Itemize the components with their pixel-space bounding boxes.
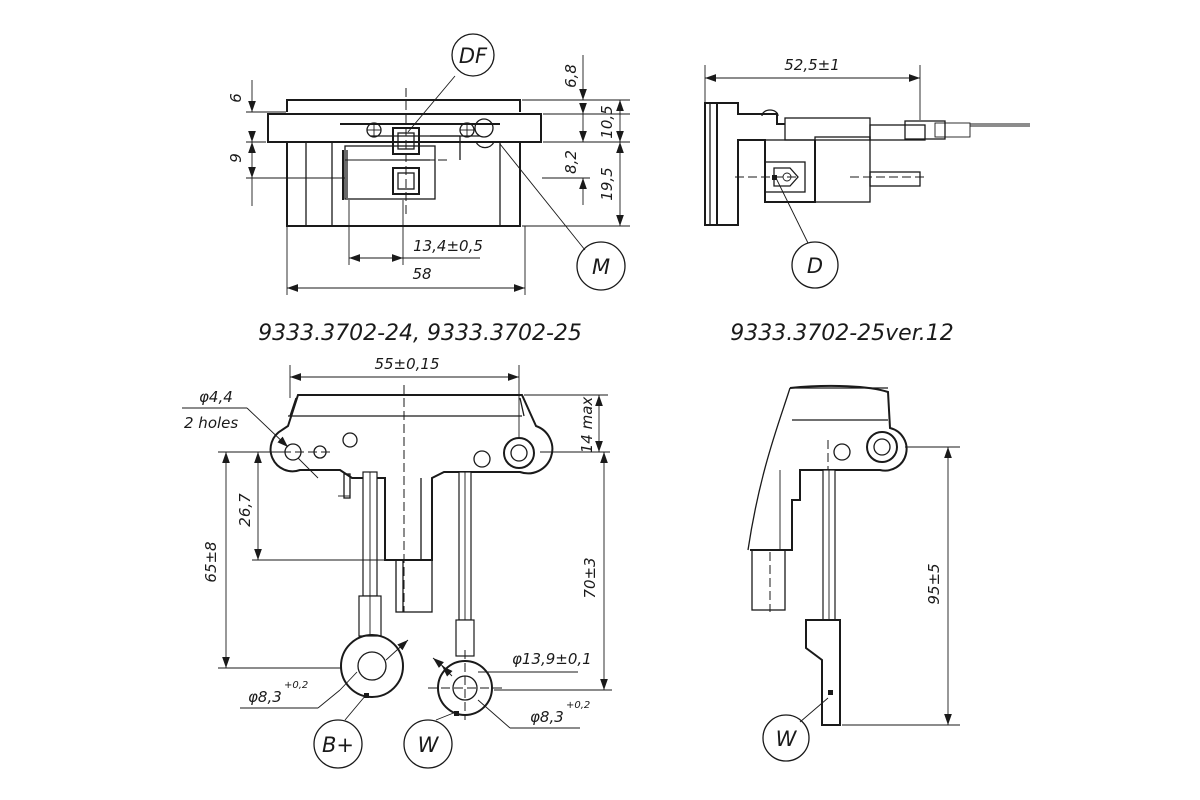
brush-holder	[474, 118, 494, 138]
dim-holes-note: 2 holes	[184, 414, 238, 432]
dim-95: 95±5	[925, 563, 943, 604]
callout-df: DF	[459, 44, 488, 68]
callout-m: M	[592, 255, 610, 279]
callout-m-circle	[576, 241, 626, 291]
dim-70: 70±3	[581, 557, 599, 598]
dim-10-5: 10,5	[598, 105, 616, 138]
mounting-hole-right	[510, 444, 528, 462]
callout-b-plus: B+	[322, 733, 354, 757]
dim-58: 58	[412, 265, 431, 283]
dim-65: 65±8	[202, 541, 220, 582]
callout-d: D	[807, 254, 823, 278]
dim-6: 6	[227, 93, 245, 103]
title-right: 9333.3702-25ver.12	[730, 321, 953, 346]
mounting-boss-right	[503, 437, 535, 469]
callout-df-circle	[451, 33, 495, 77]
small-hole	[833, 443, 851, 461]
dim-19-5: 19,5	[598, 167, 616, 200]
dim-6-8: 6,8	[562, 64, 580, 88]
dim-8-3-b-tol: +0,2	[566, 700, 590, 711]
bottom-right-view: 95±5 W	[747, 384, 960, 762]
callout-b-plus-circle	[313, 719, 363, 769]
dim-9: 9	[227, 153, 245, 163]
title-left: 9333.3702-24, 9333.3702-25	[258, 321, 582, 346]
callout-d-circle	[791, 241, 839, 289]
dim-13-4: 13,4±0,5	[413, 237, 483, 255]
small-hole-right	[473, 450, 491, 468]
d-terminal	[764, 161, 806, 193]
dim-14max: 14 max	[578, 397, 596, 454]
callout-w-left-circle	[403, 719, 453, 769]
top-left-view: 6 9 6,8 10,5 8,2 19,5 13,4±0,5 58 DF M	[227, 33, 630, 295]
dim-8-2: 8,2	[562, 150, 580, 174]
mounting-hole	[873, 438, 891, 456]
dim-8-3-a-tol: +0,2	[284, 680, 308, 691]
bottom-left-view: φ4,4 2 holes 55±0,15 14 max 70±3 26,7 65…	[182, 355, 612, 769]
small-hole-top	[342, 432, 358, 448]
regulator-body-outline	[269, 394, 554, 561]
top-right-view: 52,5±1 D	[704, 56, 1030, 289]
dim-8-3-b: φ8,3	[530, 708, 564, 726]
callout-w-right-circle	[762, 714, 810, 762]
dim-26-7: 26,7	[236, 493, 254, 527]
b-plus-ring-terminal	[340, 634, 404, 698]
mounting-boss	[866, 431, 898, 463]
dim-55: 55±0,15	[374, 355, 439, 373]
dim-52-5: 52,5±1	[784, 56, 840, 74]
w-blade-terminal	[805, 619, 841, 726]
callout-w-right: W	[776, 727, 798, 751]
callout-w-left: W	[418, 733, 440, 757]
dim-8-3-a: φ8,3	[248, 688, 282, 706]
dim-hole: φ4,4	[199, 388, 233, 406]
dim-13-9: φ13,9±0,1	[512, 650, 592, 668]
